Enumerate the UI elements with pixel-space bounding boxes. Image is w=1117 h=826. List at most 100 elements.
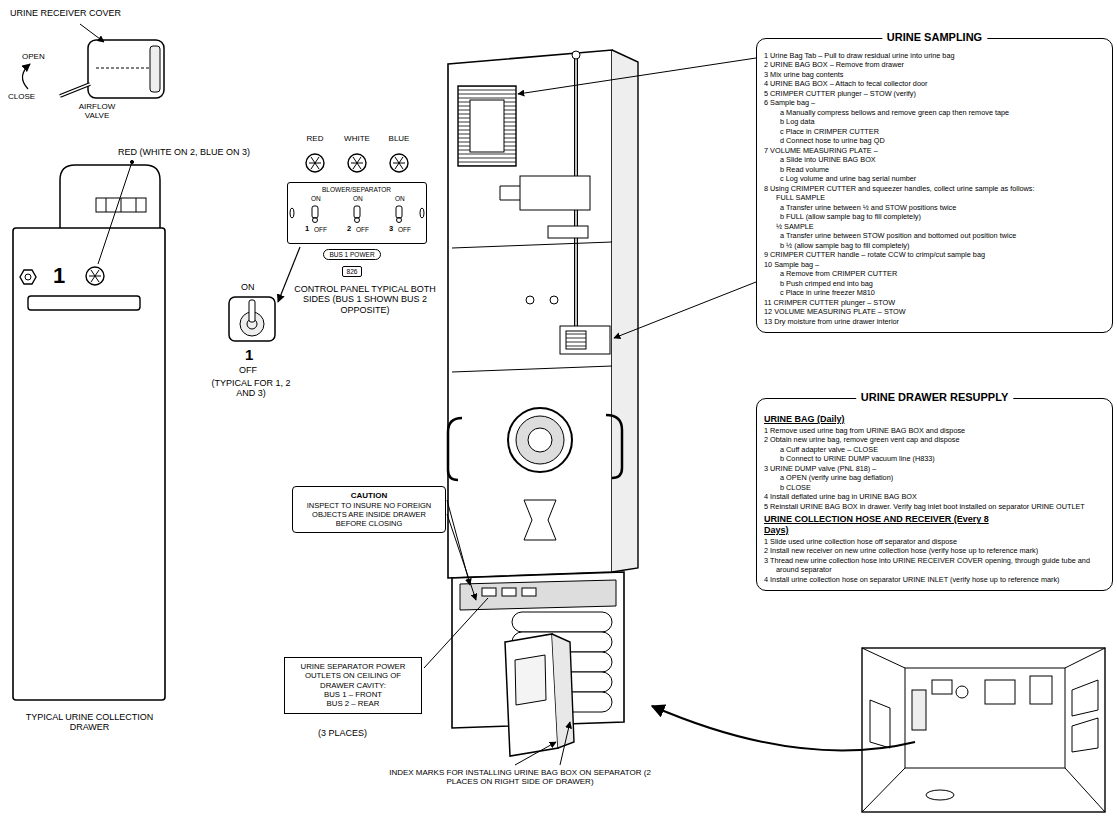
note-text: BUS 1 – FRONT bbox=[291, 690, 415, 699]
procedure-step: 3 Mix urine bag contents bbox=[764, 70, 1105, 79]
switch-position: OFF bbox=[239, 365, 257, 375]
collection-drawer bbox=[60, 165, 160, 228]
panel-details bbox=[420, 208, 424, 218]
procedure-step: a Cuff adapter valve – CLOSE bbox=[764, 445, 1105, 454]
compartment-view bbox=[926, 790, 954, 800]
panel-details bbox=[354, 206, 360, 218]
waste-management-unit bbox=[448, 50, 638, 756]
leader-lines bbox=[518, 58, 756, 94]
part-label: AIRFLOW VALVE bbox=[72, 102, 122, 120]
switch-number: 1 bbox=[305, 225, 309, 233]
receiver-cover bbox=[22, 64, 30, 89]
waste-management-unit bbox=[612, 50, 638, 572]
waste-management-unit bbox=[458, 86, 516, 166]
switch-position: OFF bbox=[398, 226, 411, 233]
procedure-step: 11 CRIMPER CUTTER plunger – STOW bbox=[764, 298, 1105, 307]
procedure-step: 5 CRIMPER CUTTER plunger – STOW (verify) bbox=[764, 89, 1105, 98]
waste-management-unit bbox=[550, 296, 558, 304]
switch-position: ON bbox=[353, 195, 363, 202]
collection-drawer bbox=[130, 160, 133, 163]
procedure-step: a Slide into URINE BAG BOX bbox=[764, 155, 1105, 164]
panel-number-tag: 826 bbox=[342, 266, 363, 277]
switch-position: ON bbox=[241, 282, 255, 292]
procedure-step: a Manually compress bellows and remove g… bbox=[764, 108, 1105, 117]
procedure-step: 1 Remove used urine bag from URINE BAG B… bbox=[764, 426, 1105, 435]
direction-label: CLOSE bbox=[8, 92, 35, 101]
waste-management-unit bbox=[516, 416, 564, 464]
waste-management-unit bbox=[452, 366, 612, 372]
leader-lines bbox=[447, 514, 476, 600]
leader-lines bbox=[614, 282, 756, 338]
caption-label: CONTROL PANEL TYPICAL BOTH SIDES (BUS 1 … bbox=[290, 284, 440, 315]
collection-drawer bbox=[98, 162, 132, 264]
procedure-step: a Transfer urine between STOW position a… bbox=[764, 231, 1105, 240]
compartment-view bbox=[1072, 718, 1098, 752]
panel-heading: URINE DRAWER RESUPPLY bbox=[856, 391, 1014, 404]
panel-details bbox=[351, 157, 363, 169]
waste-management-unit bbox=[552, 634, 574, 748]
procedure-step: 9 CRIMPER CUTTER handle – rotate CCW to … bbox=[764, 250, 1105, 259]
panel-details bbox=[290, 208, 294, 218]
bus-power-tag: BUS 1 POWER bbox=[323, 249, 380, 260]
collection-drawer bbox=[86, 267, 104, 285]
part-label: URINE RECEIVER COVER bbox=[10, 8, 121, 18]
waste-management-unit bbox=[448, 50, 612, 578]
waste-management-unit bbox=[515, 655, 546, 705]
panel-details bbox=[393, 157, 405, 169]
compartment-view bbox=[862, 648, 905, 668]
panel-title: BLOWER/SEPARATOR bbox=[288, 186, 425, 193]
procedure-step: 1 Urine Bag Tab – Pull to draw residual … bbox=[764, 51, 1105, 60]
note-label: (3 PLACES) bbox=[318, 728, 367, 738]
compartment-view bbox=[956, 686, 968, 698]
compartment-view bbox=[1030, 676, 1052, 704]
panel-tag: 826 bbox=[347, 268, 358, 275]
procedure-step: 1 Slide used urine collection hose off s… bbox=[764, 537, 1105, 546]
collection-drawer bbox=[13, 228, 165, 700]
receiver-cover bbox=[60, 84, 90, 96]
procedure-step: 5 Reinstall URINE BAG BOX in drawer. Ver… bbox=[764, 502, 1105, 511]
panel-details bbox=[348, 154, 366, 172]
receiver-cover bbox=[150, 46, 160, 92]
procedure-step: b Log data bbox=[764, 117, 1105, 126]
compartment-view bbox=[912, 690, 926, 730]
compartment-view bbox=[652, 648, 1105, 812]
receiver-cover bbox=[88, 40, 164, 98]
procedure-step: b FULL (allow sample bag to fill complet… bbox=[764, 212, 1105, 221]
procedure-step: ½ SAMPLE bbox=[764, 222, 1105, 231]
collection-drawer bbox=[25, 274, 31, 280]
procedure-step: c Place in urine freezer M810 bbox=[764, 288, 1105, 297]
procedure-step: FULL SAMPLE bbox=[764, 193, 1105, 202]
leader-lines bbox=[424, 58, 756, 765]
waste-management-unit bbox=[452, 242, 612, 248]
compartment-view bbox=[1065, 768, 1105, 812]
procedure-step: 12 VOLUME MEASURING PLATE – STOW bbox=[764, 307, 1105, 316]
procedure-step: a OPEN (verify urine bag deflation) bbox=[764, 473, 1105, 482]
compartment-view bbox=[862, 768, 905, 812]
collection-drawer bbox=[89, 270, 101, 282]
panel-details bbox=[390, 154, 408, 172]
procedure-step: 3 URINE DUMP valve (PNL 818) – bbox=[764, 464, 1105, 473]
waste-management-unit bbox=[500, 186, 520, 200]
panel-tag: BUS 1 POWER bbox=[329, 251, 374, 258]
procedure-step: b CLOSE bbox=[764, 483, 1105, 492]
procedure-step: 4 Install urine collection hose on separ… bbox=[764, 575, 1105, 584]
procedure-step: a Transfer urine between ½ and STOW posi… bbox=[764, 203, 1105, 212]
note-label: INDEX MARKS FOR INSTALLING URINE BAG BOX… bbox=[375, 768, 665, 786]
collection-drawer bbox=[136, 198, 137, 212]
waste-management-unit bbox=[508, 408, 572, 472]
section-heading: URINE BAG (Daily) bbox=[764, 414, 994, 425]
section-heading: URINE COLLECTION HOSE AND RECEIVER (Ever… bbox=[764, 514, 994, 536]
compartment-view bbox=[1072, 680, 1098, 716]
knob-color: WHITE bbox=[337, 134, 377, 143]
waste-management-unit bbox=[482, 588, 496, 596]
procedure-step: 7 VOLUME MEASURING PLATE – bbox=[764, 146, 1105, 155]
panel-details bbox=[309, 157, 321, 169]
procedure-step: 13 Dry moisture from urine drawer interi… bbox=[764, 317, 1105, 326]
panel-details bbox=[306, 154, 324, 172]
procedure-step: b ½ (allow sample bag to fill completely… bbox=[764, 241, 1105, 250]
procedure-step: b Connect to URINE DUMP vacuum line (H83… bbox=[764, 454, 1105, 463]
caution-text: INSPECT TO INSURE NO FOREIGN OBJECTS ARE… bbox=[298, 501, 440, 528]
waste-management-unit bbox=[505, 634, 558, 756]
receiver-cover bbox=[22, 24, 164, 98]
procedure-panel: URINE DRAWER RESUPPLYURINE BAG (Daily)1 … bbox=[756, 398, 1113, 591]
